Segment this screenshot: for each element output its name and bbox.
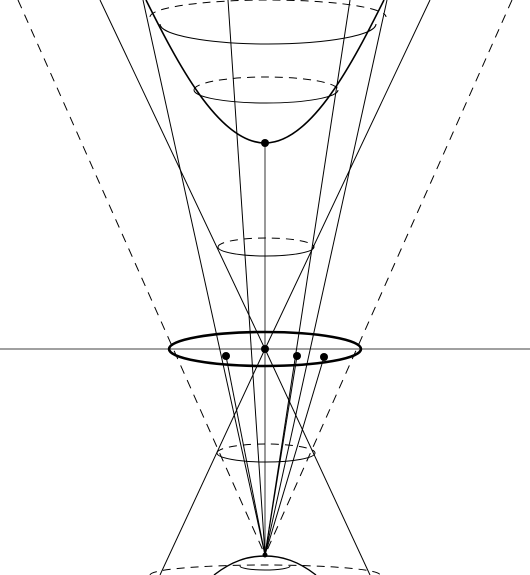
inner-ring-upper-front [217, 246, 315, 257]
ellipse-point-2 [293, 352, 301, 360]
marked-points [222, 139, 328, 558]
generator-line-7 [159, 348, 266, 575]
generator-line-2 [264, 0, 431, 350]
generator-line-11 [264, 356, 325, 556]
generator-line-4 [264, 0, 388, 556]
asymptotic-cone [17, 0, 513, 556]
generator-line-10 [264, 355, 298, 556]
inner-ring-upper-back [217, 237, 315, 248]
generator-line-9 [225, 355, 266, 556]
generator-lines [99, 0, 431, 575]
ellipse-point-1 [222, 352, 230, 360]
apex-point [262, 552, 268, 558]
inner-cone-rings [216, 237, 316, 463]
generator-line-8 [264, 348, 371, 575]
generator-line-1 [99, 0, 266, 350]
upper-ring-mid-front [193, 89, 339, 104]
vertex-point [261, 139, 269, 147]
inner-ring-lower-back [216, 443, 316, 454]
cone-left-line [17, 0, 266, 556]
upper-ring-top-back [149, 0, 387, 18]
focal-ellipse [167, 330, 363, 368]
upper-hyperboloid-sheet [145, 0, 387, 144]
upper-sheet-profile [145, 0, 385, 144]
ellipse-point-3 [320, 353, 328, 361]
upper-ring-mid-back [193, 76, 339, 91]
generator-line-6 [264, 0, 351, 556]
cone-right-line [264, 0, 513, 556]
lower-ring-back [149, 564, 381, 575]
generator-line-3 [142, 0, 266, 556]
center-point [261, 345, 269, 353]
inner-ring-lower-front [216, 452, 316, 463]
lower-hyperboloid-sheet [149, 555, 381, 575]
upper-ring-top-front [159, 23, 377, 45]
generator-line-5 [227, 0, 266, 556]
lower-ring-small [239, 565, 291, 571]
